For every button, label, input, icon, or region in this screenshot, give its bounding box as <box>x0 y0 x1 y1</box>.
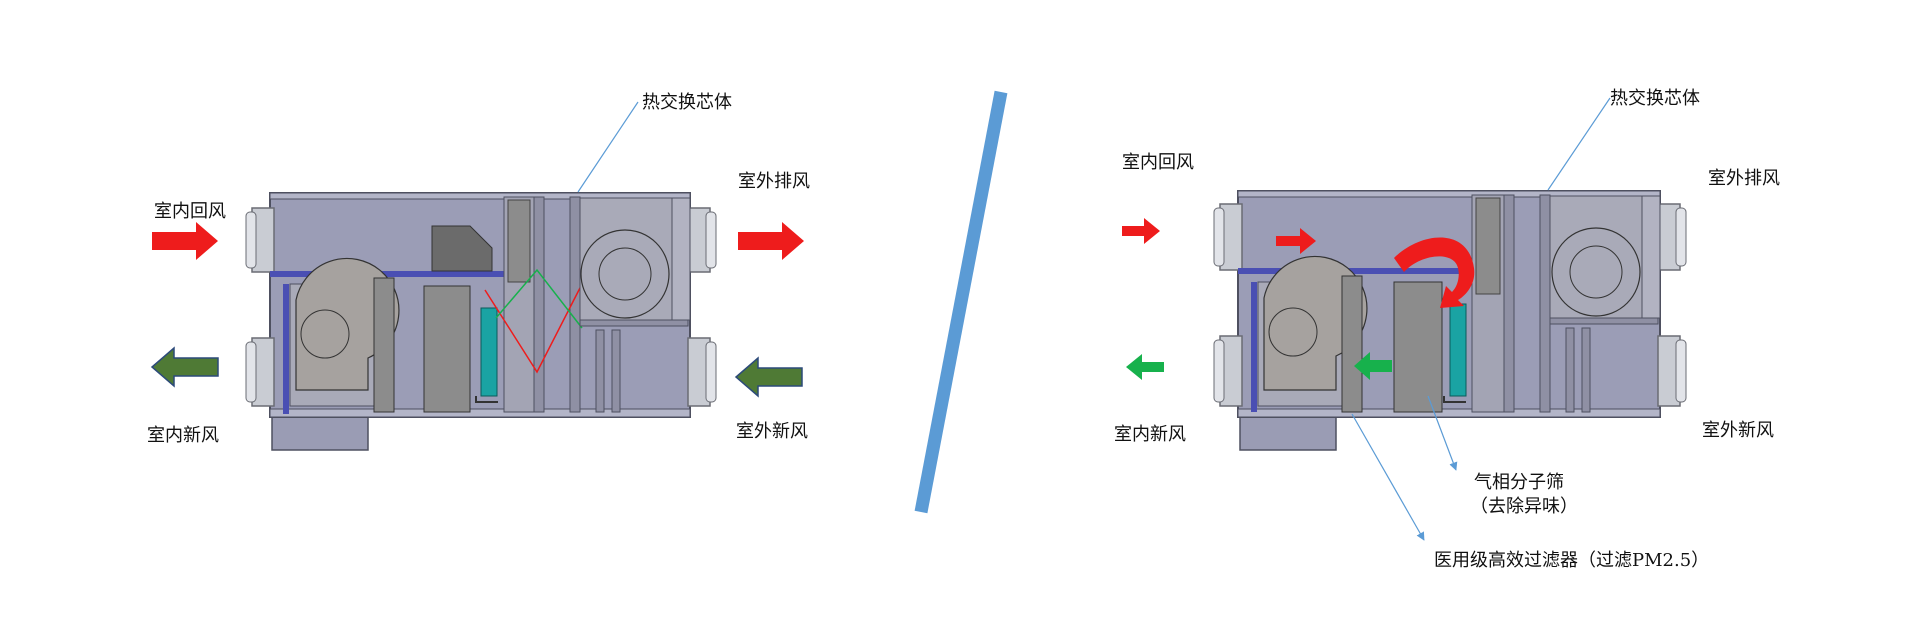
left-duct-top-left <box>245 207 275 273</box>
right-duct-top-left <box>1213 203 1243 271</box>
panel-separator <box>914 90 1008 514</box>
right-molecular-sieve <box>1393 281 1443 413</box>
left-arrow-indoor-fresh <box>150 346 219 388</box>
right-duct-top-right <box>1657 203 1687 271</box>
left-arrow-outdoor-exhaust <box>738 222 804 260</box>
right-label-indoor-return: 室内回风 <box>1122 152 1194 173</box>
right-unit <box>1213 190 1687 451</box>
right-bottom-duct <box>1239 411 1337 451</box>
right-label-indoor-fresh: 室内新风 <box>1114 424 1186 445</box>
left-divider <box>270 271 504 277</box>
left-core-green-path <box>495 268 583 329</box>
right-sieve-leader <box>1427 395 1458 471</box>
right-label-heat-core: 热交换芯体 <box>1610 88 1700 109</box>
left-core-red-path <box>484 283 583 374</box>
left-teal-plate <box>480 307 498 397</box>
left-duct-top-right <box>687 207 717 273</box>
right-duct-bottom-right <box>1657 335 1687 407</box>
left-bottom-duct <box>271 411 369 451</box>
right-supply-fan <box>1257 255 1368 407</box>
right-label-molecular-sieve-note: （去除异味） <box>1470 496 1578 517</box>
right-divider <box>1238 268 1472 274</box>
right-arrow-indoor-return <box>1122 218 1160 244</box>
right-teal-plate <box>1449 303 1467 397</box>
left-label-indoor-return: 室内回风 <box>154 201 226 222</box>
left-arrow-indoor-return <box>152 222 218 260</box>
left-label-indoor-fresh: 室内新风 <box>147 425 219 446</box>
right-arrow-indoor-fresh <box>1126 354 1164 380</box>
left-label-outdoor-fresh: 室外新风 <box>736 421 808 442</box>
left-heat-core-leader <box>577 101 639 193</box>
right-exhaust-fan <box>1549 195 1661 319</box>
left-filter-2 <box>423 285 471 413</box>
right-label-outdoor-fresh: 室外新风 <box>1702 420 1774 441</box>
left-arrow-outdoor-fresh <box>734 356 803 398</box>
right-curved-flow-arrow <box>1394 237 1475 308</box>
right-internal-arrow-red <box>1276 228 1316 254</box>
right-internal-arrow-green <box>1354 352 1392 380</box>
right-duct-bottom-left <box>1213 335 1243 407</box>
right-label-outdoor-exhaust: 室外排风 <box>1708 168 1780 189</box>
right-hepa-filter <box>1341 275 1363 413</box>
left-filter-1 <box>373 277 395 413</box>
left-supply-fan <box>289 257 400 407</box>
right-label-molecular-sieve: 气相分子筛 <box>1474 472 1564 493</box>
left-duct-bottom-right <box>687 337 717 407</box>
left-duct-bottom-left <box>245 337 275 407</box>
left-label-outdoor-exhaust: 室外排风 <box>738 171 810 192</box>
right-heat-core-leader <box>1547 97 1611 191</box>
right-hepa-leader <box>1351 413 1425 541</box>
left-exhaust-fan <box>579 197 691 321</box>
right-label-hepa: 医用级高效过滤器（过滤PM2.5） <box>1434 550 1709 571</box>
left-label-heat-core: 热交换芯体 <box>642 92 732 113</box>
left-unit <box>245 192 717 451</box>
